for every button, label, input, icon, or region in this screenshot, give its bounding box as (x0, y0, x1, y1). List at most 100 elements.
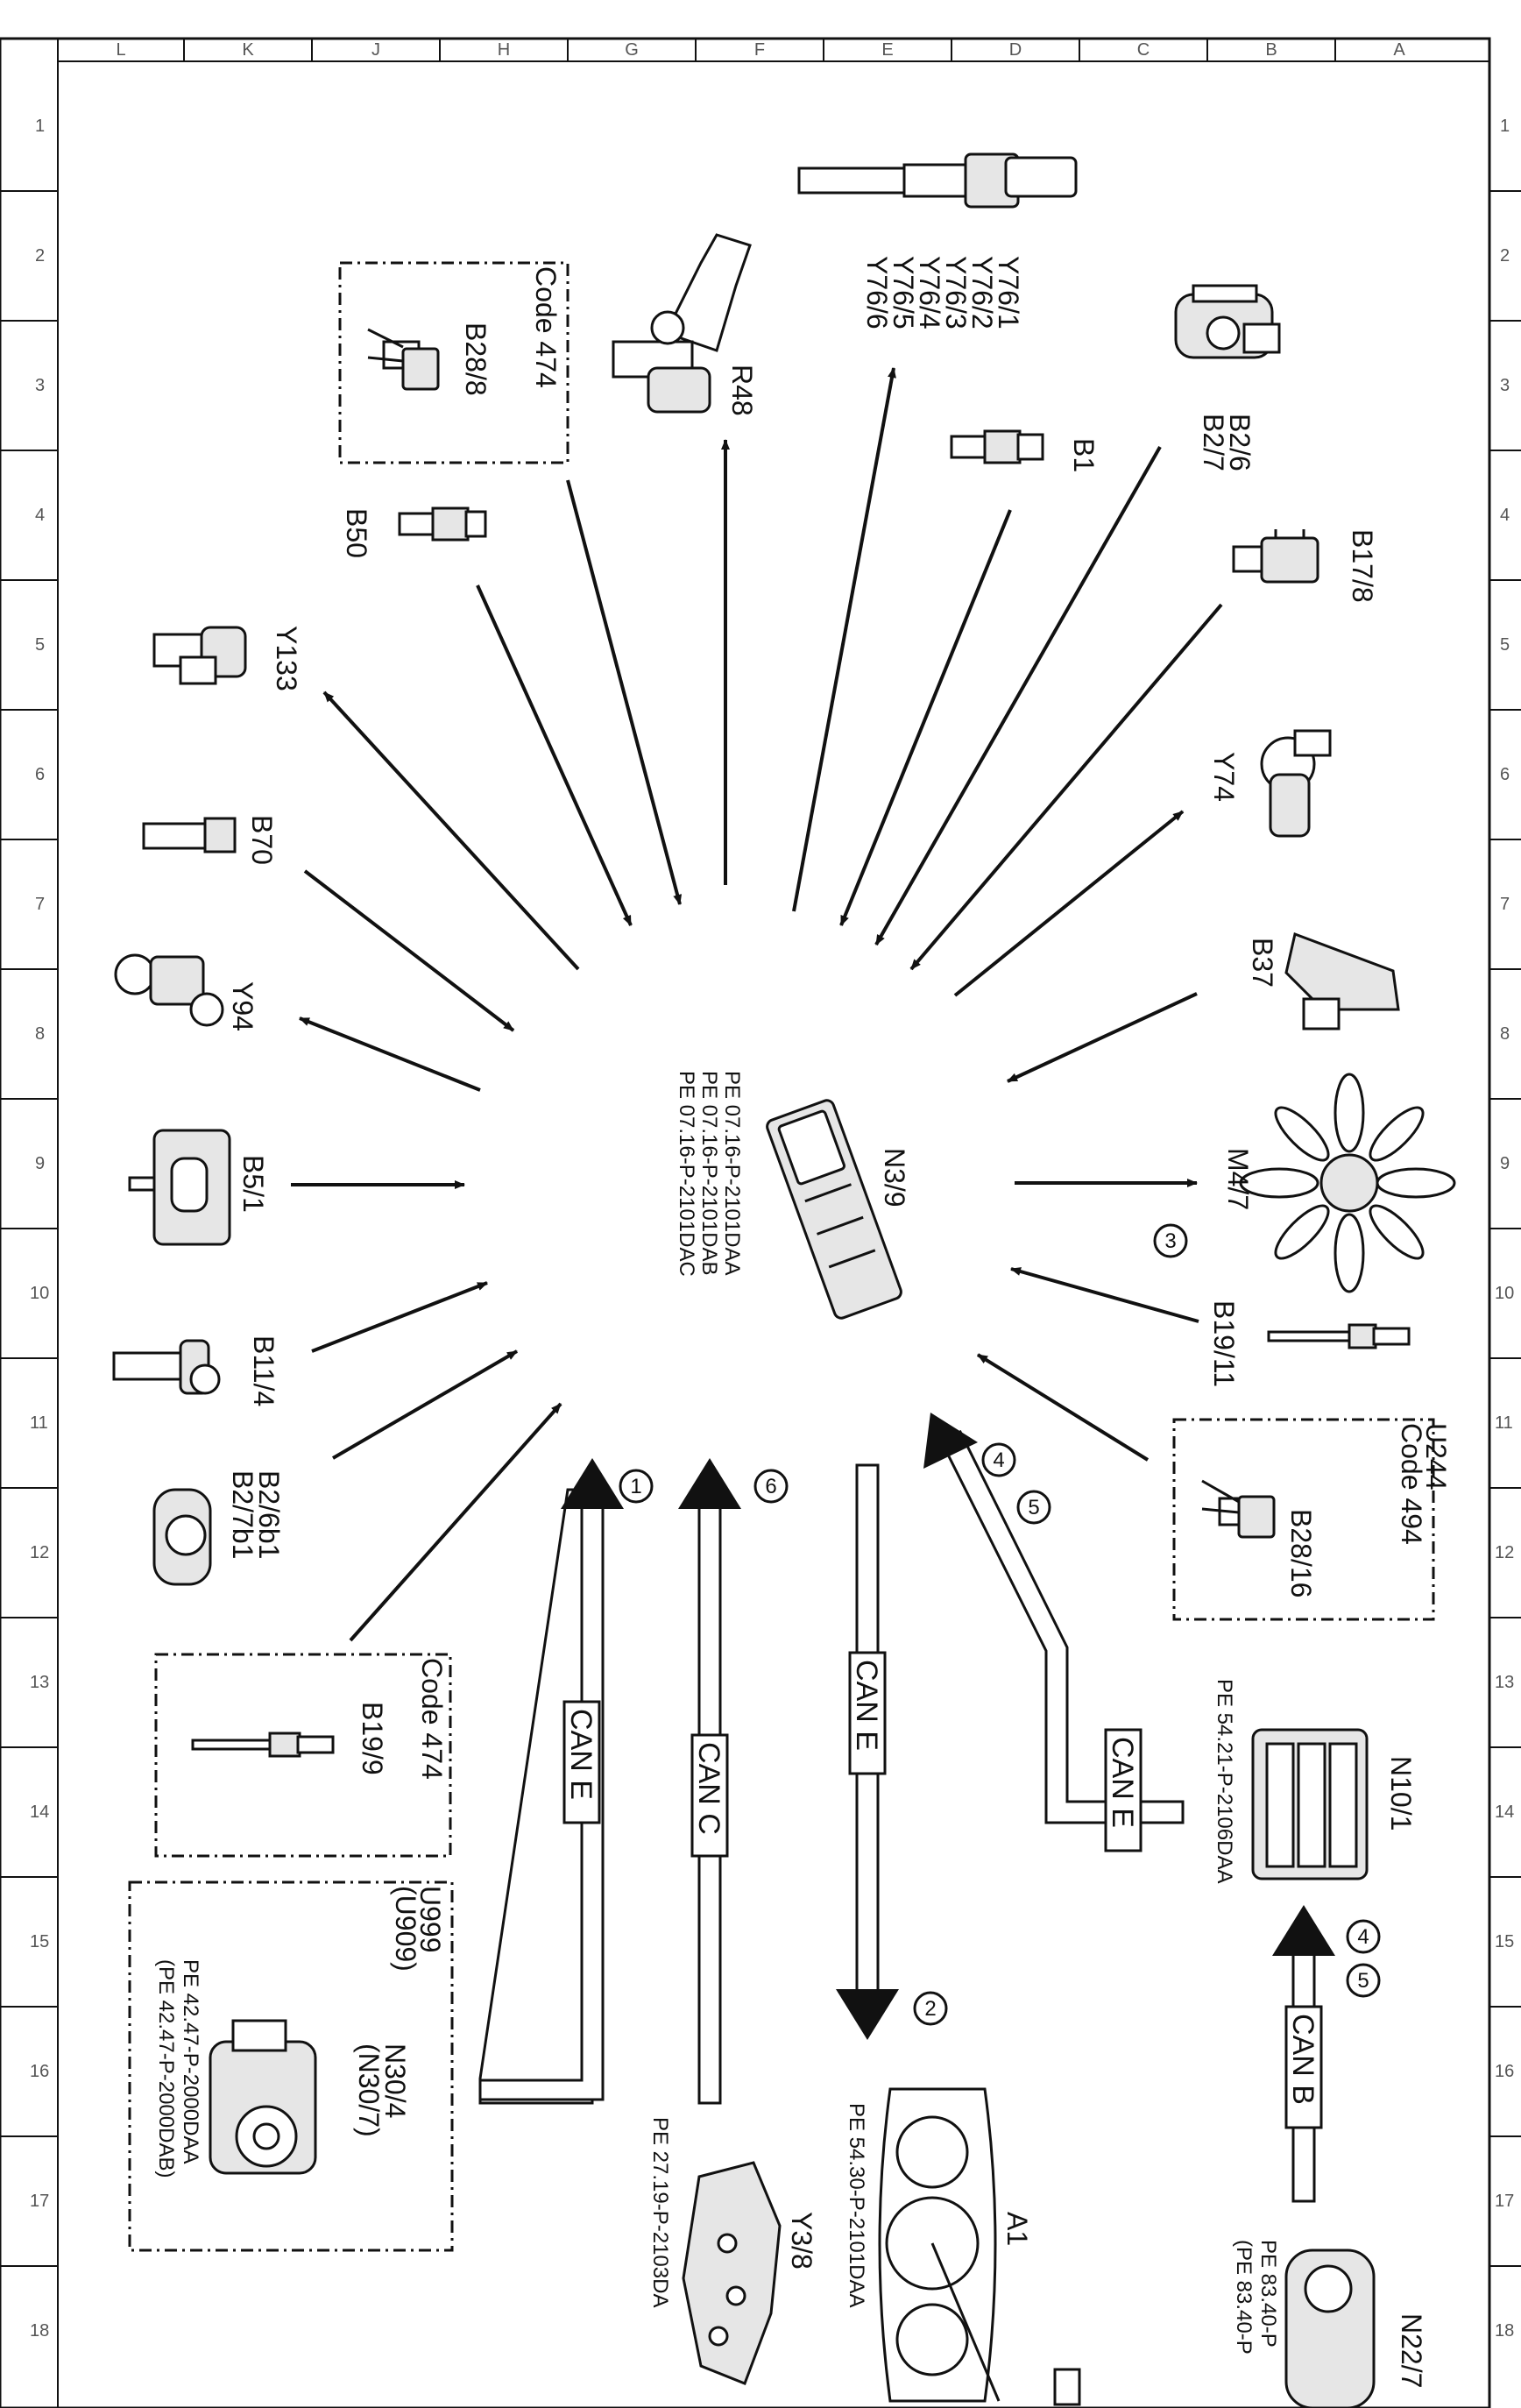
sam-module-icon (1251, 1728, 1369, 1880)
variant-box (128, 1880, 454, 2252)
svg-text:8: 8 (1500, 1024, 1510, 1044)
arrow-from-b2-6b1 (331, 1349, 519, 1460)
ecu-ref-1: PE 07.16-P-2101DAA (720, 1071, 744, 1275)
abs-module-icon (209, 2019, 317, 2175)
component-r48: R48 (612, 233, 758, 416)
svg-text:17: 17 (1495, 2192, 1514, 2211)
component-b19-11: B19/11 (1208, 1300, 1411, 1387)
ecu-ref-2: PE 07.16-P-2101DAB (697, 1071, 721, 1275)
svg-text:4: 4 (1500, 506, 1510, 525)
svg-text:16: 16 (30, 2062, 49, 2081)
coolant-sensor-icon (112, 1339, 221, 1395)
svg-text:15: 15 (30, 1932, 49, 1951)
n30-4-label-2: (N30/7) (353, 2043, 385, 2137)
n22-7-ref-1: PE 83.40-P (1256, 2240, 1280, 2348)
col-letter: L (116, 40, 125, 60)
ecu-n3-9: N3/9 PE 07.16-P-2101DAA PE 07.16-P-2101D… (675, 1071, 910, 1320)
y133-label: Y133 (271, 626, 302, 691)
arrow-head (923, 1413, 978, 1469)
arrow-from-b2-6 (874, 446, 1162, 945)
n30-4-variant-1: U999 (414, 1886, 446, 1953)
ecu-icon (766, 1099, 902, 1320)
svg-text:5: 5 (1500, 635, 1510, 655)
bus-can-e-45: CAN E 4 5 (923, 1413, 1185, 1852)
column-grid: L K J H G F E D C B A (57, 39, 1405, 61)
instrument-cluster-icon (878, 2087, 1001, 2403)
component-b17-8: B17/8 (1232, 529, 1378, 603)
n30-4-label-1: N30/4 (379, 2043, 411, 2118)
svg-text:3: 3 (35, 376, 45, 395)
svg-text:5: 5 (1357, 1969, 1369, 1993)
note-circle: 6 (753, 1469, 789, 1504)
y76-label-1: Y76/1 (993, 256, 1024, 329)
svg-text:7: 7 (1500, 895, 1510, 914)
temp-sensor-icon (191, 1732, 335, 1758)
variant-box (1172, 1418, 1435, 1621)
b11-4-label: B11/4 (248, 1335, 279, 1406)
arrow-from-b70 (303, 869, 515, 1032)
r48-label: R48 (726, 365, 758, 416)
svg-text:3: 3 (1164, 1229, 1176, 1253)
b28-16-label: B28/16 (1285, 1509, 1317, 1597)
ecu-label: N3/9 (879, 1148, 910, 1208)
climate-module-icon (1284, 2249, 1376, 2408)
arrow-from-b19-11 (1010, 1267, 1199, 1323)
component-b2-6: B2/6 B2/7 (1174, 284, 1281, 471)
code-box (154, 1653, 452, 1858)
arrow-to-y76 (792, 367, 896, 912)
component-n22-7: N22/7 PE 83.40-P (PE 83.40-P (1232, 2240, 1427, 2408)
svg-text:12: 12 (1495, 1543, 1514, 1562)
mass-airflow-sensor-icon (1174, 284, 1281, 359)
y76-label-2: Y76/2 (966, 256, 998, 329)
note-circle: 4 (981, 1442, 1016, 1477)
svg-text:18: 18 (30, 2321, 49, 2341)
valve-body-icon (682, 2161, 782, 2385)
note-circle: 4 (1346, 1919, 1381, 1954)
svg-text:14: 14 (30, 1802, 49, 1822)
arrow-head (1272, 1905, 1335, 1956)
svg-text:10: 10 (30, 1284, 49, 1303)
n10-1-label: N10/1 (1385, 1756, 1417, 1831)
col-letter: C (1137, 40, 1150, 60)
arrow-to-y74 (953, 810, 1185, 997)
note-circle: 2 (913, 1991, 948, 2026)
svg-text:9: 9 (35, 1154, 45, 1173)
component-y94: Y94 (114, 953, 258, 1031)
svg-text:11: 11 (30, 1413, 48, 1433)
component-b28-8: Code 474 B28/8 (338, 261, 569, 464)
y3-8-label: Y3/8 (786, 2212, 817, 2270)
svg-text:6: 6 (1500, 765, 1510, 784)
arrow-from-b11-4 (311, 1281, 488, 1353)
svg-text:13: 13 (1495, 1673, 1514, 1692)
arrow-from-b37 (1007, 992, 1198, 1083)
note-circle: 3 (1153, 1223, 1188, 1258)
svg-text:15: 15 (1495, 1932, 1514, 1951)
svg-text:CAN B: CAN B (1286, 2014, 1319, 2105)
svg-text:2: 2 (924, 1997, 936, 2021)
svg-text:4: 4 (35, 506, 45, 525)
temp-sensor-icon (1232, 529, 1319, 584)
can-label: CAN E (1104, 1728, 1143, 1852)
arrow-from-b19-9 (349, 1402, 562, 1642)
pedal-sensor-icon (1284, 931, 1400, 1030)
component-m4-7: M4/7 3 (1153, 1073, 1456, 1293)
component-y133: Y133 (152, 626, 302, 691)
n22-7-label: N22/7 (1396, 2313, 1427, 2388)
y74-label: Y74 (1208, 752, 1240, 802)
svg-text:10: 10 (1495, 1284, 1514, 1303)
col-letter: D (1009, 40, 1022, 60)
y76-label-4: Y76/4 (914, 256, 945, 329)
svg-text:2: 2 (35, 246, 45, 266)
b2-6-label-1: B2/6 (1224, 414, 1256, 471)
component-y76: Y76/1 Y76/2 Y76/3 Y76/4 Y76/5 Y76/6 (797, 152, 1078, 329)
b70-label: B70 (246, 815, 278, 865)
arrow-head (678, 1458, 741, 1509)
svg-text:6: 6 (765, 1475, 776, 1498)
b17-8-label: B17/8 (1347, 529, 1378, 603)
y3-8-ref: PE 27.19-P-2103DA (648, 2117, 672, 2307)
